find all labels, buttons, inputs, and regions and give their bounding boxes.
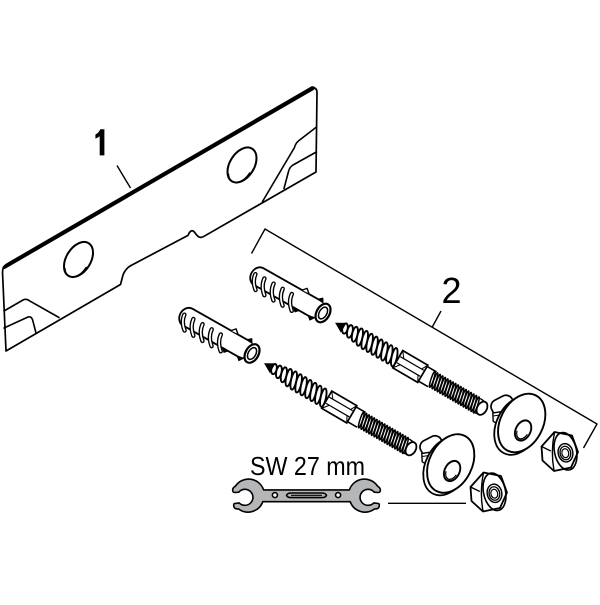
svg-text:2: 2 <box>441 270 461 311</box>
svg-text:SW 27 mm: SW 27 mm <box>250 451 365 481</box>
